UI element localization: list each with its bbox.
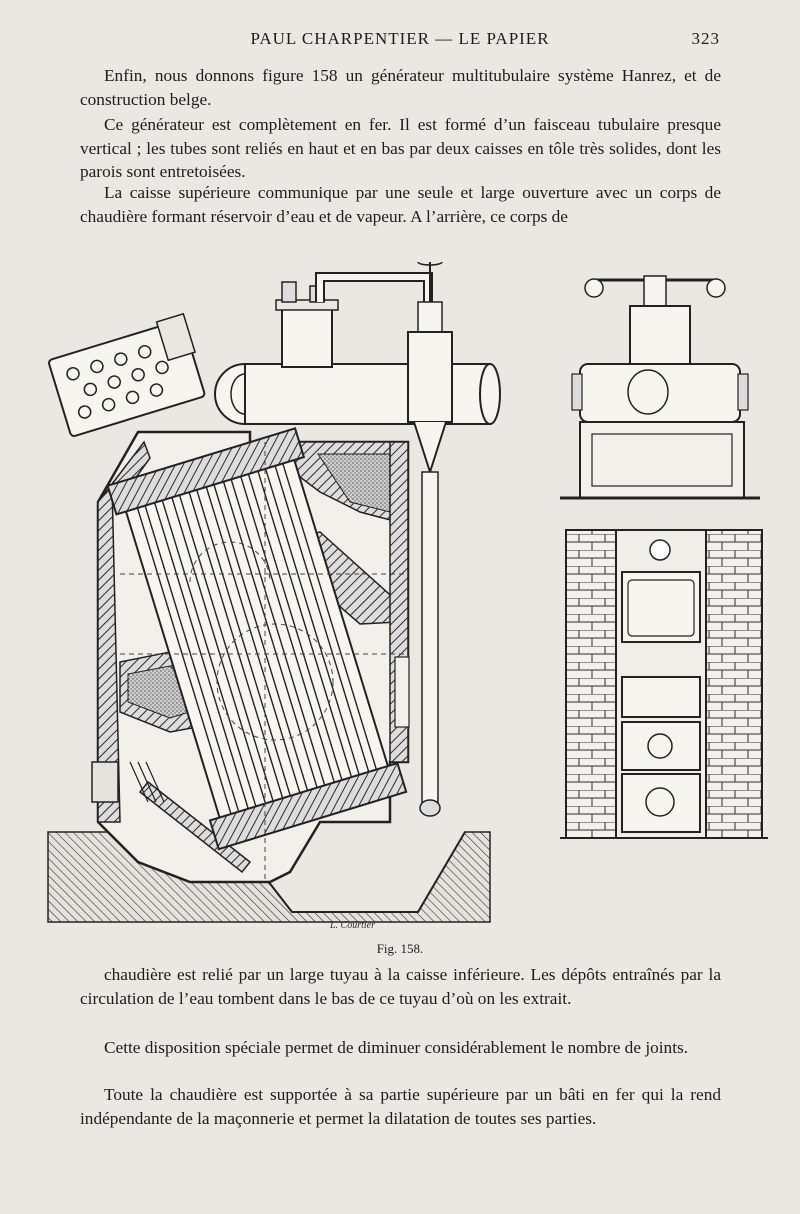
- paragraph-joints: Cette disposition spéciale permet de dim…: [104, 1038, 689, 1057]
- paragraph-construction: Ce générateur est complètement en fer. I…: [80, 115, 721, 182]
- front-elevation: [560, 275, 768, 839]
- section-view: [47, 262, 501, 923]
- engraver-signature: L. Courtier: [330, 920, 376, 931]
- paragraph-lower-box: chaudière est relié par un large tuyau à…: [80, 965, 721, 1008]
- boiler-illustration: [20, 262, 780, 938]
- running-head: PAUL CHARPENTIER — LE PAPIER 323: [80, 29, 720, 53]
- figure-caption: Fig. 158.: [376, 941, 424, 956]
- paragraph-intro: Enfin, nous donnons figure 158 un généra…: [80, 66, 721, 109]
- page-number: 323: [691, 29, 720, 48]
- paragraph-support-frame: Toute la chaudière est supportée à sa pa…: [80, 1085, 721, 1128]
- paragraph-upper-box: La caisse supérieure communique par une …: [80, 183, 721, 226]
- running-title: PAUL CHARPENTIER — LE PAPIER: [250, 29, 550, 48]
